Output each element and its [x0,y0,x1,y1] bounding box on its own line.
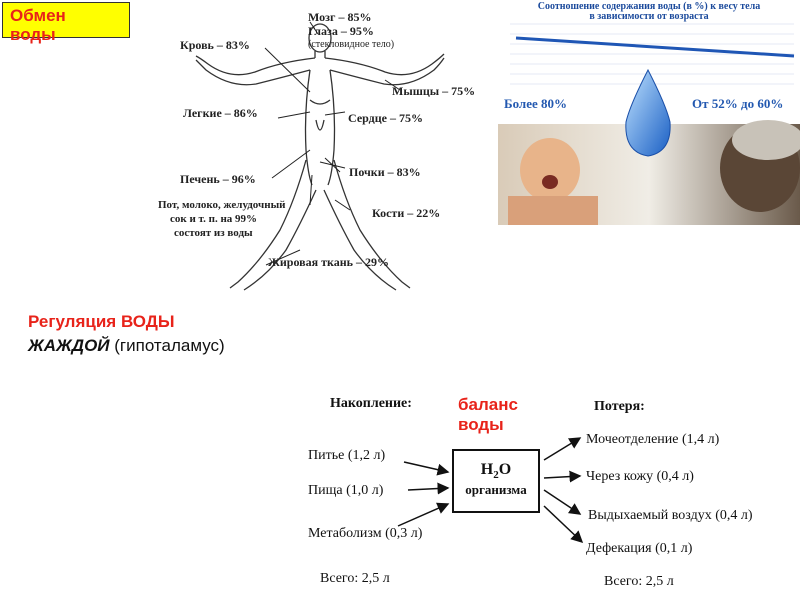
label-fluids-1: Пот, молоко, желудочный [158,199,286,211]
arrow-loss-breath [543,489,582,515]
age-panel-graphics [498,23,800,225]
loss-skin: Через кожу (0,4 л) [586,469,694,484]
regulation-hypothalamus: (гипоталамус) [109,336,225,355]
label-lungs: Легкие – 86% [183,106,258,120]
loss-defecation: Дефекация (0,1 л) [586,541,693,556]
balance-title: баланс воды [458,395,518,435]
slide-title: Обмен воды [2,2,130,44]
intake-food: Пища (1,0 л) [308,483,384,498]
arrow-intake-food [407,482,450,495]
h2o-formula: H2O [454,461,538,481]
regulation-thirst: ЖАЖДОЙ [28,336,110,355]
arrow-loss-skin [543,470,582,483]
label-blood: Кровь – 83% [180,38,250,52]
loss-urine: Мочеотделение (1,4 л) [586,432,720,447]
regulation-text: ЖАЖДОЙ (гипоталамус) [28,336,225,356]
balance-title-line1: баланс [458,395,518,414]
regulation-heading: Регуляция ВОДЫ [28,312,175,331]
label-eyes: Глаза – 95% [308,24,374,38]
loss-breath: Выдыхаемый воздух (0,4 л) [588,508,753,523]
age-panel-title-2: в зависимости от возраста [589,11,709,22]
label-bones: Кости – 22% [372,206,441,220]
label-fluids-3: состоят из воды [174,227,253,239]
loss-total: Всего: 2,5 л [604,574,674,589]
h2o-sub: 2 [493,469,499,482]
intake-header: Накопление: [330,396,412,411]
loss-header: Потеря: [594,399,645,414]
arrow-loss-urine [543,437,582,461]
label-kidneys: Почки – 83% [349,165,421,179]
intake-drink: Питье (1,2 л) [308,448,386,463]
intake-metabolism: Метаболизм (0,3 л) [308,526,423,541]
arrow-intake-drink [403,461,450,476]
slide-title-line2: воды [10,25,56,44]
h2o-center-box: H2O организма [452,449,540,513]
arrow-intake-metabolism [397,502,450,527]
label-eyes-note: (стекловидное тело) [308,39,395,50]
age-water-panel: Соотношение содержания воды (в %) к весу… [498,0,800,225]
label-liver: Печень – 96% [180,172,256,186]
human-body-figure [195,21,445,291]
slide-title-line1: Обмен [10,6,66,25]
h2o-h: H [480,461,494,478]
age-label-elderly: От 52% до 60% [692,96,784,111]
label-fluids-2: сок и т. п. на 99% [170,213,258,225]
label-heart: Сердце – 75% [348,111,423,125]
h2o-o: O [498,461,512,478]
label-fat: Жировая ткань – 29% [268,255,390,269]
label-muscles: Мышцы – 75% [392,84,476,98]
arrow-loss-defecation [543,505,584,544]
balance-title-line2: воды [458,415,504,434]
h2o-label: организма [465,482,527,498]
intake-total: Всего: 2,5 л [320,571,390,586]
age-panel-title-1: Соотношение содержания воды (в %) к весу… [537,1,761,12]
age-label-infant: Более 80% [504,96,568,111]
label-brain: Мозг – 85% [308,10,372,24]
